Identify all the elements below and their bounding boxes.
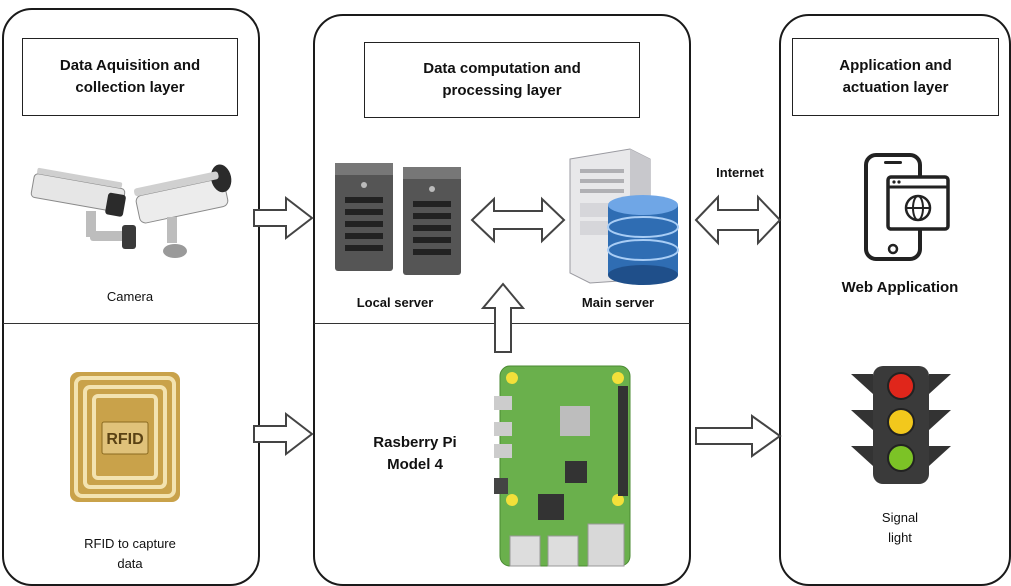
rfid-chip-text: RFID	[106, 431, 143, 448]
main-server-label: Main server	[581, 295, 655, 310]
raspberry-pi-board-icon	[494, 365, 631, 567]
local-server-label: Local server	[356, 295, 434, 310]
internet-double-arrow	[694, 194, 782, 246]
server-tower-icon	[335, 163, 461, 275]
web-application-label: Web Application	[841, 279, 959, 296]
signal-light-label: Signal light	[881, 510, 919, 545]
computation-layer-title: Data computation and processing layer	[364, 42, 640, 118]
smartphone-web-icon	[864, 153, 950, 261]
application-layer-title: Application and actuation layer	[792, 38, 999, 116]
traffic-light-icon	[851, 366, 951, 484]
database-server-icon	[569, 148, 679, 285]
rpi-label: Rasberry Pi Model 4	[373, 434, 457, 473]
camera-label: Camera	[106, 289, 154, 304]
rfid-tag-icon: RFID	[70, 372, 180, 502]
rfid-label: RFID to capture data	[84, 536, 176, 571]
acquisition-layer-title: Data Aquisition and collection layer	[22, 38, 238, 116]
acquisition-divider	[3, 323, 259, 324]
cctv-camera-icon	[30, 164, 232, 258]
rpi-to-local-server-arrow	[480, 282, 526, 353]
internet-label: Internet	[716, 165, 764, 180]
rfid-to-rpi-arrow	[253, 411, 314, 457]
camera-to-local-server-arrow	[253, 195, 314, 241]
rpi-to-signal-arrow	[695, 414, 782, 458]
local-main-double-arrow	[470, 196, 566, 244]
